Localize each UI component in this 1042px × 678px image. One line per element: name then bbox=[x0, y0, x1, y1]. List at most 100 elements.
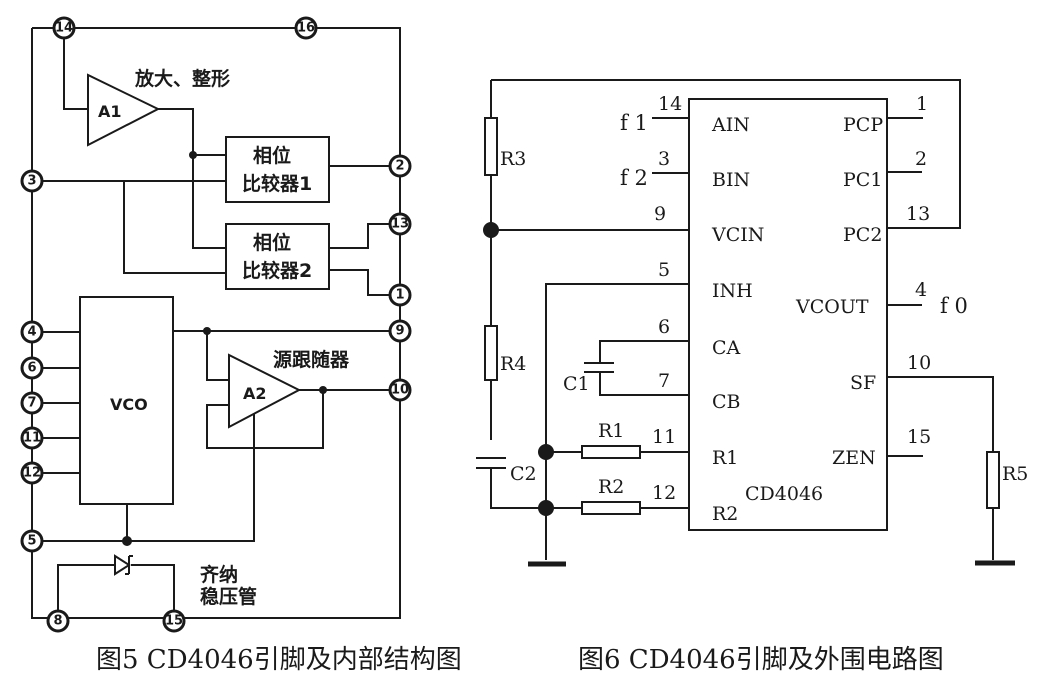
svg-text:9: 9 bbox=[395, 324, 404, 339]
pin-num-2: 2 bbox=[915, 148, 927, 170]
svg-text:11: 11 bbox=[23, 431, 41, 446]
svg-text:15: 15 bbox=[165, 614, 183, 629]
amp-a1-label: A1 bbox=[98, 102, 122, 121]
svg-text:13: 13 bbox=[391, 217, 409, 232]
zener-diode bbox=[114, 554, 131, 576]
amp-a2 bbox=[228, 353, 302, 429]
amp-a2-label: A2 bbox=[243, 384, 267, 403]
pin-14: 14 bbox=[52, 16, 76, 40]
pin-name-pc2: PC2 bbox=[843, 224, 882, 246]
signal-f1: f 1 bbox=[620, 111, 648, 135]
pin-1: 1 bbox=[388, 283, 412, 307]
svg-text:1: 1 bbox=[395, 288, 404, 303]
pin-name-ain: AIN bbox=[711, 114, 750, 136]
pin-10: 10 bbox=[388, 378, 412, 402]
pin-name-ca: CA bbox=[712, 337, 741, 359]
pin-num-15: 15 bbox=[907, 426, 931, 448]
zener-label-2: 稳压管 bbox=[200, 585, 257, 608]
amp-a2-desc: 源跟随器 bbox=[273, 348, 350, 371]
capacitor-c1 bbox=[584, 362, 614, 373]
r1-label: R1 bbox=[598, 420, 624, 442]
wire-pin3-comp2 bbox=[123, 181, 226, 274]
wire-comp2-pin1 bbox=[329, 269, 400, 296]
resistor-r5 bbox=[986, 451, 1000, 509]
capacitor-c2 bbox=[476, 457, 506, 469]
cd4046-chip bbox=[688, 98, 888, 531]
pin-num-11: 11 bbox=[652, 426, 676, 448]
wire-pc2-feedback bbox=[491, 79, 961, 229]
svg-text:7: 7 bbox=[27, 396, 36, 411]
junction-dot bbox=[189, 151, 197, 159]
wire-vco-pins bbox=[32, 331, 80, 474]
c2-gap bbox=[480, 459, 502, 467]
right-pin-stubs bbox=[887, 117, 923, 457]
pin-name-r1: R1 bbox=[712, 447, 738, 469]
pin-num-3: 3 bbox=[658, 148, 670, 170]
pin-3: 3 bbox=[20, 169, 44, 193]
wire-comp2-pin13 bbox=[329, 223, 400, 249]
pin-num-12: 12 bbox=[652, 482, 676, 504]
left-pin-stubs bbox=[652, 117, 689, 174]
svg-text:5: 5 bbox=[27, 534, 36, 549]
phase-comparator-2 bbox=[225, 223, 330, 290]
pin-name-vcout: VCOUT bbox=[795, 296, 869, 318]
svg-text:2: 2 bbox=[395, 159, 404, 174]
svg-text:14: 14 bbox=[55, 21, 73, 36]
c1-label: C1 bbox=[563, 373, 590, 395]
pin-15: 15 bbox=[162, 609, 186, 633]
pin-num-14: 14 bbox=[658, 93, 682, 115]
pin-16: 16 bbox=[294, 16, 318, 40]
c2-label: C2 bbox=[510, 463, 537, 485]
r4-label: R4 bbox=[500, 353, 526, 375]
comp2-label-1: 相位 bbox=[253, 231, 291, 254]
wire-c1 bbox=[599, 340, 689, 396]
zener-bar bbox=[125, 555, 133, 575]
amp-a1 bbox=[87, 73, 161, 147]
svg-text:4: 4 bbox=[27, 325, 36, 340]
r5-label: R5 bbox=[1002, 463, 1028, 485]
signal-f0: f 0 bbox=[940, 294, 968, 318]
comp1-label-2: 比较器1 bbox=[242, 172, 312, 195]
pin-9: 9 bbox=[388, 319, 412, 343]
wire-a2-in bbox=[206, 331, 229, 381]
wire-a2-inh bbox=[127, 414, 255, 542]
pin-12: 12 bbox=[20, 461, 44, 485]
wire-a1-out bbox=[158, 108, 226, 249]
svg-text:8: 8 bbox=[53, 614, 62, 629]
svg-text:3: 3 bbox=[27, 174, 36, 189]
pin-name-cb: CB bbox=[712, 391, 741, 413]
zener-label-1: 齐纳 bbox=[200, 563, 238, 586]
pin-name-vcin: VCIN bbox=[711, 224, 764, 246]
vco-block bbox=[79, 296, 174, 505]
pin-num-1: 1 bbox=[916, 93, 928, 115]
pin-num-4: 4 bbox=[915, 279, 927, 301]
fig5-internal-structure: A1 放大、整形 相位 比较器1 相位 比较器2 VCO A2 源跟随器 bbox=[20, 16, 462, 675]
fig6-external-circuit: CD4046 R3 R4 C2 C1 R1 R2 14 f 1 bbox=[476, 79, 1028, 675]
svg-text:6: 6 bbox=[27, 361, 36, 376]
pin-5: 5 bbox=[20, 529, 44, 553]
wire-zener bbox=[57, 564, 175, 618]
resistor-r1 bbox=[581, 445, 641, 459]
junction-dot bbox=[122, 536, 132, 546]
pin-name-r2: R2 bbox=[712, 503, 738, 525]
pin-7: 7 bbox=[20, 391, 44, 415]
comp1-label-1: 相位 bbox=[253, 144, 291, 167]
c1-gap bbox=[594, 362, 608, 372]
wire-top bbox=[32, 27, 401, 165]
pin-num-6: 6 bbox=[658, 316, 670, 338]
comp2-label-2: 比较器2 bbox=[242, 259, 312, 282]
chip-name: CD4046 bbox=[745, 483, 823, 505]
svg-text:12: 12 bbox=[23, 466, 41, 481]
pin-num-10: 10 bbox=[907, 352, 931, 374]
pin-num-13: 13 bbox=[906, 203, 930, 225]
pin-num-7: 7 bbox=[658, 370, 670, 392]
r3-label: R3 bbox=[500, 148, 526, 170]
fig5-caption: 图5 CD4046引脚及内部结构图 bbox=[96, 645, 462, 675]
pin-13: 13 bbox=[388, 212, 412, 236]
vco-label: VCO bbox=[110, 395, 148, 414]
r2-label: R2 bbox=[598, 476, 624, 498]
wire-a2-feedback bbox=[206, 390, 324, 449]
wire-vco-pin5 bbox=[32, 504, 128, 542]
phase-comparator-1 bbox=[225, 136, 330, 203]
